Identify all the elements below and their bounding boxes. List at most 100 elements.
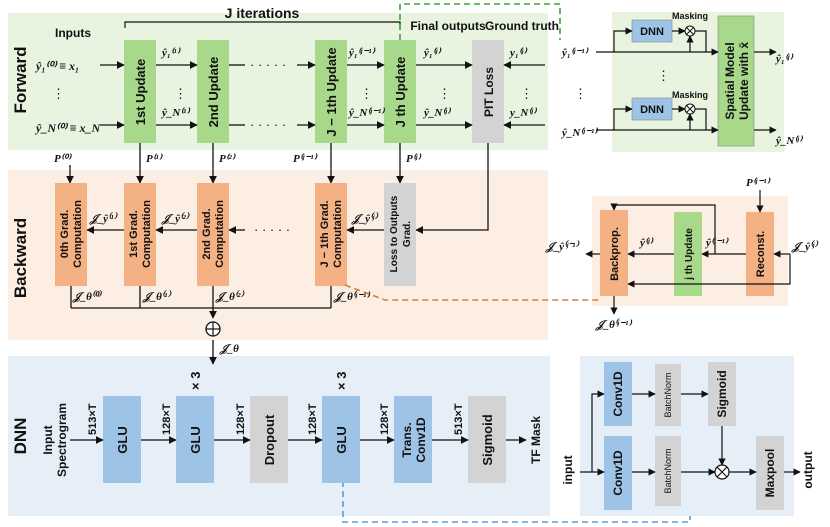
dnn-glu-3 bbox=[322, 396, 360, 483]
backprop-grad-out: 𝒥_ŷ⁽ʲ⁻¹⁾ bbox=[545, 240, 579, 253]
signal-bottom-j: ŷ_N⁽ʲ⁾ bbox=[422, 107, 451, 119]
backprop-block bbox=[600, 210, 628, 296]
glu-multiply-x bbox=[716, 466, 728, 478]
update-block-j bbox=[384, 40, 416, 143]
glu-conv-bottom-label: Conv1D bbox=[611, 450, 625, 496]
vdots-3: ⋮ bbox=[438, 86, 451, 101]
update-label-1: 1st Update bbox=[133, 59, 148, 125]
grad-block-2 bbox=[197, 183, 229, 286]
glu-conv-top-label: Conv1D bbox=[611, 371, 625, 417]
spatial-dnn-vdots: ⋮ bbox=[657, 68, 670, 83]
signal-bottom-1: ŷ_N⁽¹⁾ bbox=[160, 107, 190, 119]
tf-mask-label: TF Mask bbox=[529, 416, 543, 464]
spatial-vdots: ⋮ bbox=[574, 86, 587, 101]
backprop-signal-j-minus-1: ŷ⁽ʲ⁻¹⁾ bbox=[704, 237, 729, 249]
backprop-signal-j: ŷ⁽ʲ⁾ bbox=[638, 237, 654, 249]
spatial-dnn-top-label: DNN bbox=[640, 26, 664, 38]
grad-block-0 bbox=[55, 183, 87, 286]
backward-dots: · · · · · bbox=[254, 222, 290, 237]
grad-y-j: 𝒥_ŷ⁽ʲ⁾ bbox=[351, 212, 378, 225]
inputs-label: Inputs bbox=[55, 26, 91, 40]
backprop-arrows bbox=[585, 190, 791, 315]
repeat-label-1: × 3 bbox=[188, 372, 203, 390]
input-vdots: ⋮ bbox=[52, 86, 65, 101]
grad-theta-0: 𝒥_θ⁽⁰⁾ bbox=[72, 290, 102, 303]
spatial-input-top: ŷ₁⁽ʲ⁻¹⁾ bbox=[560, 47, 589, 59]
masking-label-bottom: Masking bbox=[672, 90, 708, 100]
dnn-section-label: DNN bbox=[11, 418, 30, 455]
dnn-input-label: InputSpectrogram bbox=[41, 403, 69, 477]
grad-theta-j-minus-1: 𝒥_θ⁽ʲ⁻¹⁾ bbox=[333, 290, 370, 303]
grad-label-2: 2nd Grad.Computation bbox=[201, 200, 226, 268]
grad-y-1: 𝒥_ŷ⁽¹⁾ bbox=[89, 212, 118, 225]
dnn-glu-2-label: GLU bbox=[188, 426, 203, 453]
grad-block-j-minus-1 bbox=[315, 183, 347, 286]
glu-arrows bbox=[580, 390, 801, 476]
ground-truth-label: Ground truth bbox=[485, 19, 559, 33]
spatial-arrows bbox=[596, 27, 777, 134]
grad-theta-total: 𝒥_θ bbox=[219, 343, 239, 355]
update-label-2: 2nd Update bbox=[206, 57, 221, 128]
signal-top-j: ŷ₁⁽ʲ⁾ bbox=[422, 47, 441, 59]
forward-section-label: Forward bbox=[11, 46, 30, 113]
masking-label-top: Masking bbox=[672, 11, 708, 21]
dnn-glu-1-label: GLU bbox=[115, 426, 130, 453]
backprop-grad-theta: 𝒥_θ⁽ʲ⁻¹⁾ bbox=[595, 318, 632, 331]
update-block-1 bbox=[124, 40, 156, 143]
spatial-model-block bbox=[717, 15, 755, 147]
glu-input-label: input bbox=[561, 455, 575, 484]
reconst-label: Reconst. bbox=[755, 231, 767, 277]
dnn-glu-1 bbox=[103, 396, 141, 483]
jth-update-label: j th Update bbox=[684, 228, 695, 281]
input-bottom: ŷ_N⁽⁰⁾ ≡ x_N bbox=[34, 121, 102, 135]
backprop-label: Backprop. bbox=[609, 227, 621, 281]
pit-loss-block bbox=[472, 40, 504, 143]
signal-top-1: ŷ₁⁽¹⁾ bbox=[160, 47, 181, 59]
signal-bottom-gt: y_N⁽ʲ⁾ bbox=[508, 107, 537, 119]
update-block-2 bbox=[197, 40, 229, 143]
dim-label-5: 513×T bbox=[453, 403, 465, 435]
repeat-label-2: × 3 bbox=[334, 372, 349, 390]
iterations-label: J iterations bbox=[225, 5, 300, 21]
grad-y-2: 𝒥_ŷ⁽²⁾ bbox=[161, 212, 190, 225]
signal-bottom-j-minus-1: ŷ_N⁽ʲ⁻¹⁾ bbox=[347, 107, 385, 119]
vdots-4: ⋮ bbox=[520, 86, 533, 101]
grad-block-1 bbox=[124, 183, 156, 286]
masking-node-bottom-x bbox=[686, 105, 694, 113]
update-label-j: J th Update bbox=[393, 57, 408, 128]
signal-top-gt: y₁⁽ʲ⁾ bbox=[508, 47, 527, 59]
masking-node-top-x bbox=[686, 27, 694, 35]
dnn-trans-conv bbox=[394, 396, 432, 483]
p-label-0: P⁽⁰⁾ bbox=[54, 153, 72, 165]
signal-top-j-minus-1: ŷ₁⁽ʲ⁻¹⁾ bbox=[347, 47, 376, 59]
blue-dashed-link bbox=[342, 461, 691, 523]
orange-dashed-link bbox=[344, 284, 600, 301]
backprop-p-label: P⁽ʲ⁻¹⁾ bbox=[746, 177, 771, 189]
dnn-dropout-label: Dropout bbox=[262, 414, 277, 465]
forward-dots-bottom: · · · · · bbox=[250, 117, 286, 132]
glu-maxpool bbox=[756, 436, 784, 510]
vdots-2: ⋮ bbox=[360, 86, 373, 101]
glu-sigmoid-label: Sigmoid bbox=[715, 370, 729, 417]
forward-dots-top: · · · · · bbox=[250, 57, 286, 72]
spatial-dnn-bottom-label: DNN bbox=[640, 104, 664, 116]
glu-bn-top-label: BatchNorm bbox=[663, 372, 673, 417]
forward-panel bbox=[8, 13, 548, 150]
glu-conv-bottom bbox=[604, 436, 632, 510]
spatial-model-label: Spatial ModelUpdate with x̄ bbox=[723, 42, 751, 120]
dnn-sigmoid-label: Sigmoid bbox=[480, 414, 495, 465]
input-top: ŷ₁⁽⁰⁾ ≡ x₁ bbox=[34, 59, 79, 73]
backward-section-label: Backward bbox=[11, 218, 30, 298]
p-label-j-minus-1: P⁽ʲ⁻¹⁾ bbox=[293, 153, 318, 165]
grad-label-0: 0th Grad.Computation bbox=[59, 200, 84, 268]
p-label-2: P⁽²⁾ bbox=[219, 153, 236, 165]
backward-arrows bbox=[70, 226, 384, 365]
update-label-j-minus-1: J − 1th Update bbox=[324, 47, 339, 136]
dim-label-2: 128×T bbox=[235, 403, 247, 435]
dnn-glu-2 bbox=[176, 396, 214, 483]
glu-maxpool-label: Maxpool bbox=[763, 449, 777, 498]
pit-loss-label: PIT Loss bbox=[482, 67, 496, 117]
glu-output-label: output bbox=[801, 451, 815, 488]
